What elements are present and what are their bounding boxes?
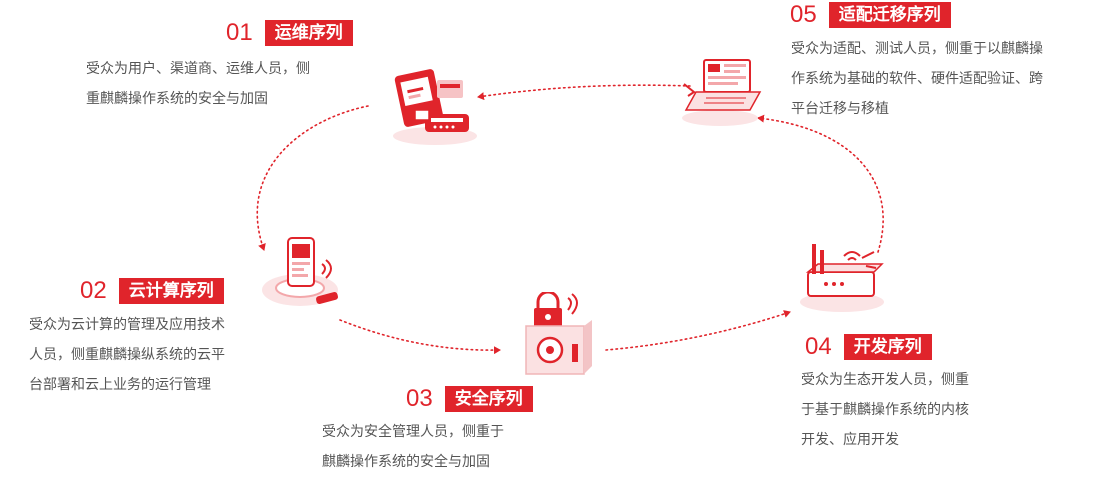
- series-01-heading: 01 运维序列: [226, 18, 353, 48]
- description-line: 受众为生态开发人员，侧重: [801, 372, 969, 388]
- description-line: 麒麟操作系统的安全与加固: [322, 454, 490, 470]
- description-line: 重麒麟操作系统的安全与加固: [86, 91, 268, 107]
- series-number: 05: [790, 1, 817, 28]
- series-03-heading: 03 安全序列: [406, 384, 533, 414]
- developer-router-icon: [800, 244, 884, 312]
- series-number: 03: [406, 385, 433, 412]
- description-line: 受众为适配、测试人员，侧重于以麒麟操: [791, 41, 1043, 57]
- connector-04-to-05: [757, 114, 884, 253]
- description-line: 台部署和云上业务的运行管理: [29, 377, 211, 393]
- cloud-phone-icon: [262, 237, 338, 306]
- laptop-migration-icon: [682, 59, 762, 126]
- connector-03-to-04: [605, 310, 791, 351]
- description-line: 受众为安全管理人员，侧重于: [322, 424, 504, 440]
- description-line: 受众为云计算的管理及应用技术: [29, 317, 225, 333]
- connector-05-to-01: [477, 84, 691, 101]
- connector-02-to-03: [339, 319, 501, 355]
- description-line: 作系统为基础的软件、硬件适配验证、跨: [791, 71, 1043, 87]
- description-line: 平台迁移与移植: [791, 101, 889, 117]
- description-line: 人员，侧重麒麟操纵系统的云平: [29, 347, 225, 363]
- series-02-heading: 02 云计算序列: [80, 276, 224, 306]
- series-02-description: 受众为云计算的管理及应用技术 人员，侧重麒麟操纵系统的云平 台部署和云上业务的运…: [29, 310, 225, 400]
- series-title: 适配迁移序列: [828, 2, 951, 28]
- series-03-description: 受众为安全管理人员，侧重于 麒麟操作系统的安全与加固: [322, 417, 504, 477]
- series-number: 01: [226, 19, 253, 46]
- series-04-description: 受众为生态开发人员，侧重 于基于麒麟操作系统的内核 开发、应用开发: [801, 365, 969, 455]
- connector-01-to-02: [256, 105, 369, 251]
- series-title: 安全序列: [444, 386, 533, 412]
- description-line: 受众为用户、渠道商、运维人员，侧: [86, 61, 310, 77]
- description-line: 开发、应用开发: [801, 432, 899, 448]
- series-title: 开发序列: [843, 334, 932, 360]
- series-title: 运维序列: [264, 20, 353, 46]
- series-number: 02: [80, 277, 107, 304]
- series-01-description: 受众为用户、渠道商、运维人员，侧 重麒麟操作系统的安全与加固: [86, 54, 310, 114]
- description-line: 于基于麒麟操作系统的内核: [801, 402, 969, 418]
- series-number: 04: [805, 333, 832, 360]
- series-04-heading: 04 开发序列: [805, 332, 932, 362]
- series-title: 云计算序列: [118, 278, 224, 304]
- payment-terminal-icon: [393, 69, 477, 145]
- series-05-description: 受众为适配、测试人员，侧重于以麒麟操 作系统为基础的软件、硬件适配验证、跨 平台…: [791, 34, 1043, 124]
- safe-lock-icon: [525, 292, 592, 375]
- series-05-heading: 05 适配迁移序列: [790, 0, 951, 30]
